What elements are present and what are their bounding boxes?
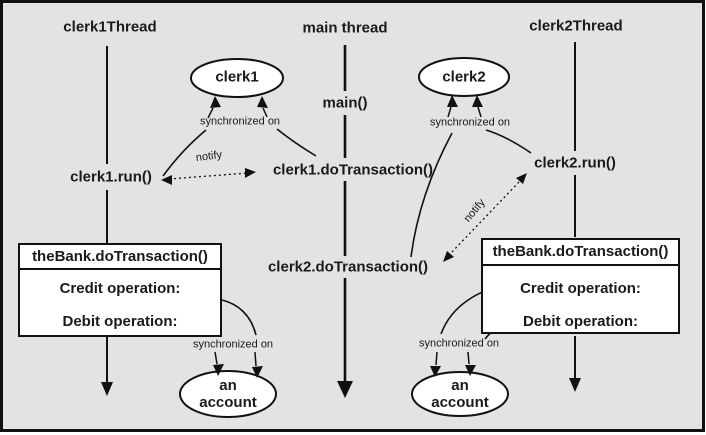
sync-arrow-stub	[207, 107, 214, 119]
sync-arrowhead-icon	[210, 96, 221, 108]
clerk1-run-label: clerk1.run()	[70, 168, 152, 186]
notify-arrowhead-icon	[443, 251, 454, 262]
sync-arrow-stub	[214, 351, 218, 365]
account-label-line1: an	[219, 377, 237, 394]
synchronized-on-label-clerk2: synchronized on	[429, 116, 511, 129]
sync-arrowhead-icon	[213, 364, 224, 376]
synchronized-on-label-clerk1: synchronized on	[199, 115, 281, 128]
synchronized-on-label-account-left: synchronized on	[192, 338, 274, 351]
clerk1-object-ellipse	[190, 58, 284, 98]
account-right-label: an account	[431, 377, 489, 411]
sync-arrow-stub	[262, 107, 268, 118]
clerk1-dotransaction-label: clerk1.doTransaction()	[272, 161, 434, 179]
clerk1-object-label: clerk1	[215, 68, 259, 86]
lifeline-clerk1-arrowhead-icon	[101, 382, 113, 396]
notify-arrowhead-icon	[161, 175, 172, 185]
notify-arrowhead-icon	[516, 173, 527, 184]
clerk2-run-label: clerk2.run()	[534, 154, 616, 172]
sync-curve-clerk1do-to-clerk1	[276, 128, 317, 157]
sync-curve-clerk2run-to-clerk2	[485, 129, 532, 154]
account-label-line2: account	[199, 394, 257, 411]
synchronized-on-label-account-right: synchronized on	[418, 337, 500, 350]
sync-arrow-stub	[254, 351, 257, 367]
sync-arrowhead-icon	[472, 95, 483, 107]
debit-operation-label: Debit operation:	[523, 313, 638, 330]
bank-box-left: theBank.doTransaction() Credit operation…	[18, 243, 222, 337]
account-left-label: an account	[199, 377, 257, 411]
account-label-line1: an	[451, 377, 469, 394]
main-thread-label: main thread	[302, 19, 388, 37]
notify-arrowhead-icon	[245, 168, 256, 178]
sync-arrow-stub	[477, 106, 482, 118]
lifeline-main-arrowhead-icon	[337, 381, 353, 398]
account-right-ellipse	[411, 371, 509, 417]
debit-operation-label: Debit operation:	[62, 313, 178, 330]
bank-box-title: theBank.doTransaction()	[32, 248, 208, 265]
bank-box-right: theBank.doTransaction() Credit operation…	[481, 238, 680, 334]
sync-curve-clerk1run-to-clerk1	[162, 129, 207, 177]
clerk2-object-label: clerk2	[442, 68, 486, 86]
credit-operation-label: Credit operation:	[520, 280, 641, 297]
sync-arrow-stub	[467, 351, 470, 365]
lifeline-clerk2-arrowhead-icon	[569, 378, 581, 392]
notify-arrow-clerk2	[449, 181, 520, 255]
notify-arrow-clerk1	[168, 172, 249, 180]
sync-arrowhead-icon	[465, 365, 476, 376]
bank-box-title: theBank.doTransaction()	[492, 243, 669, 260]
credit-operation-label: Credit operation:	[59, 280, 181, 297]
sync-arrowhead-icon	[430, 366, 441, 377]
clerk2-thread-label: clerk2Thread	[529, 17, 623, 35]
main-call-label: main()	[322, 94, 368, 112]
clerk2-dotransaction-label: clerk2.doTransaction()	[267, 258, 429, 276]
clerk2-object-ellipse	[418, 57, 510, 97]
bank-box-divider	[483, 264, 678, 266]
account-left-ellipse	[179, 370, 277, 418]
sync-arrow-stub	[435, 351, 438, 366]
bank-box-divider	[20, 268, 220, 270]
sync-arrowhead-icon	[257, 96, 268, 108]
account-label-line2: account	[431, 394, 489, 411]
sync-curve-leftbox-to-account	[221, 299, 257, 336]
sync-arrowhead-icon	[252, 366, 263, 378]
sync-curve-clerk2do-to-clerk2	[410, 132, 453, 258]
clerk1-thread-label: clerk1Thread	[63, 18, 157, 36]
sync-arrowhead-icon	[447, 95, 458, 107]
sync-arrow-stub	[447, 106, 452, 118]
